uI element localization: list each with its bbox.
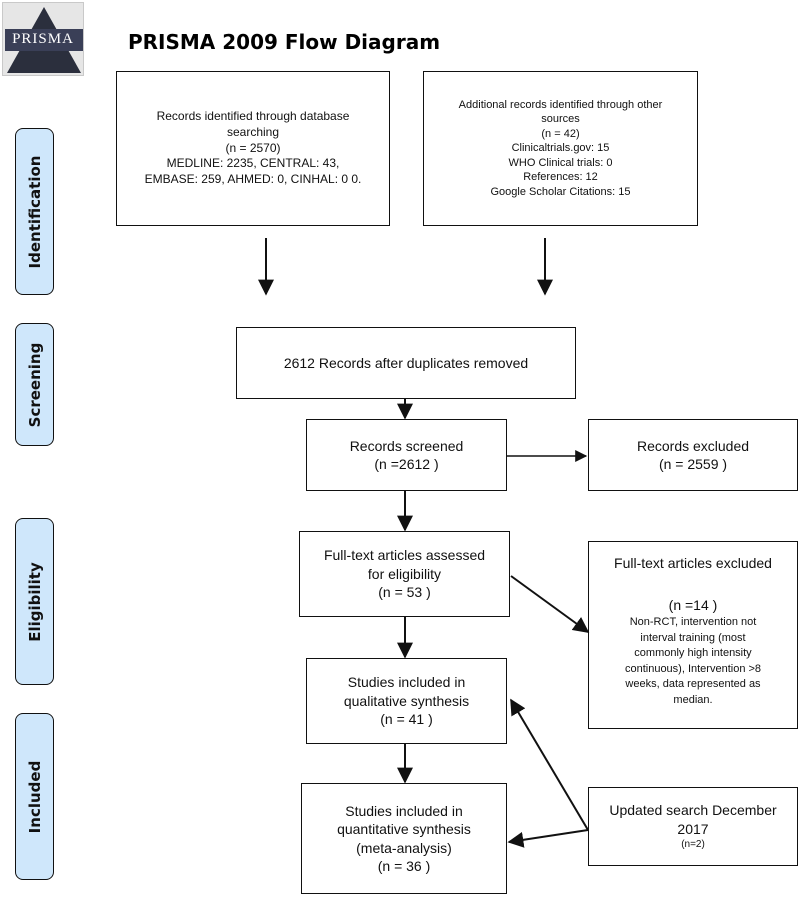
exclusion-reason-line1: Non-RCT, intervention not (629, 615, 757, 628)
database-records-line2: searching (226, 124, 280, 139)
other-sources-detail1: Clinicaltrials.gov: 15 (511, 142, 610, 155)
stage-eligibility: Eligibility (15, 518, 54, 685)
other-sources-detail3: References: 12 (523, 171, 598, 184)
other-sources-detail4: Google Scholar Citations: 15 (490, 185, 631, 198)
quantitative-synthesis-line1: Studies included in (345, 802, 463, 819)
other-sources-line1: Additional records identified through ot… (458, 98, 663, 111)
qualitative-synthesis-line1: Studies included in (347, 674, 466, 691)
qualitative-synthesis-box: Studies included in qualitative synthesi… (306, 658, 507, 744)
exclusion-reason-line3: commonly high intensity (634, 647, 752, 660)
other-sources-line2: sources (541, 113, 580, 126)
records-excluded-box: Records excluded (n = 2559 ) (588, 419, 798, 491)
updated-search-line2: 2017 (677, 820, 709, 837)
stage-screening: Screening (15, 323, 54, 446)
fulltext-excluded-title: Full-text articles excluded (614, 555, 772, 571)
exclusion-reason-line5: weeks, data represented as (625, 678, 761, 691)
exclusion-reason-line4: continuous), Intervention >8 (624, 662, 762, 675)
arrow-update-to-qualitative (510, 698, 589, 831)
qualitative-synthesis-count: (n = 41 ) (380, 711, 433, 728)
page-title: PRISMA 2009 Flow Diagram (128, 30, 441, 54)
arrow-update-to-quantitative (507, 829, 589, 848)
updated-search-count: (n=2) (681, 839, 705, 851)
logo-text: PRISMA (12, 31, 74, 47)
stage-identification: Identification (15, 128, 54, 295)
records-excluded-label: Records excluded (636, 437, 750, 454)
quantitative-synthesis-box: Studies included in quantitative synthes… (301, 783, 507, 894)
exclusion-reason-line6: median. (673, 693, 713, 706)
database-records-count: (n = 2570) (225, 140, 281, 155)
database-records-detail1: MEDLINE: 2235, CENTRAL: 43, (166, 156, 340, 171)
database-records-line1: Records identified through database (156, 108, 350, 123)
fulltext-assessed-count: (n = 53 ) (378, 584, 431, 601)
quantitative-synthesis-count: (n = 36 ) (377, 857, 431, 874)
fulltext-excluded-box: Full-text articles excluded (n =14 ) Non… (588, 541, 798, 729)
updated-search-box: Updated search December 2017 (n=2) (588, 787, 798, 866)
records-screened-count: (n =2612 ) (374, 456, 439, 472)
other-sources-count: (n = 42) (541, 127, 580, 140)
exclusion-reason-line2: interval training (most (640, 631, 746, 644)
qualitative-synthesis-line2: qualitative synthesis (343, 692, 470, 709)
other-sources-box: Additional records identified through ot… (423, 71, 698, 226)
duplicates-removed-box: 2612 Records after duplicates removed (236, 327, 576, 399)
fulltext-assessed-line2: for eligibility (367, 565, 442, 582)
fulltext-excluded-count: (n =14 ) (668, 597, 718, 614)
records-excluded-count: (n = 2559 ) (658, 456, 728, 472)
fulltext-assessed-box: Full-text articles assessed for eligibil… (299, 531, 510, 617)
quantitative-synthesis-line2: quantitative synthesis (337, 821, 471, 838)
duplicates-removed-label: 2612 Records after duplicates removed (283, 354, 529, 371)
prisma-logo: PRISMA (2, 2, 84, 76)
fulltext-assessed-line1: Full-text articles assessed (323, 547, 486, 564)
other-sources-detail2: WHO Clinical trials: 0 (508, 156, 613, 169)
records-screened-label: Records screened (349, 437, 464, 454)
stage-included: Included (15, 713, 54, 880)
quantitative-synthesis-line3: (meta-analysis) (356, 839, 452, 856)
database-records-detail2: EMBASE: 259, AHMED: 0, CINHAL: 0 0. (144, 172, 362, 187)
arrow-fulltext-to-excluded (510, 575, 590, 633)
updated-search-line1: Updated search December (609, 802, 777, 819)
logo-triangle-icon (5, 7, 83, 73)
database-records-box: Records identified through database sear… (116, 71, 390, 226)
records-screened-box: Records screened (n =2612 ) (306, 419, 507, 491)
